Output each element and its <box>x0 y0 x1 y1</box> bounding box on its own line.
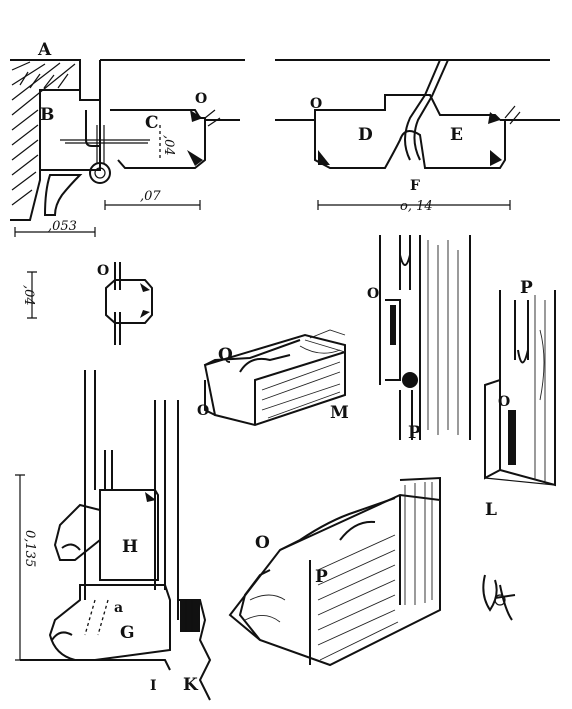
label-o-4: O <box>367 286 379 302</box>
label-i: I <box>150 678 157 694</box>
label-p-vertical: P <box>408 423 421 443</box>
label-o-6: O <box>255 533 270 553</box>
section-de <box>275 59 560 210</box>
block-p <box>228 476 441 667</box>
label-o-2: O <box>310 96 322 112</box>
label-k: K <box>183 675 199 695</box>
label-o-5: O <box>197 403 209 419</box>
section-abc <box>10 59 245 237</box>
label-c: C <box>145 113 159 133</box>
label-a: A <box>37 40 52 60</box>
post-l <box>484 290 556 487</box>
label-l: L <box>485 500 497 520</box>
label-d: D <box>358 125 373 145</box>
label-h: H <box>122 537 138 557</box>
dimension-004-small: ,04 <box>21 285 36 306</box>
dimension-0053: ,053 <box>48 219 77 234</box>
label-g: G <box>120 623 135 643</box>
small-section <box>27 262 153 345</box>
section-hgik <box>15 370 212 701</box>
vertical-p <box>379 235 471 440</box>
dimension-0135: 0,135 <box>22 530 37 567</box>
label-q: Q <box>218 345 233 365</box>
label-b: B <box>40 105 54 125</box>
label-e: E <box>450 125 463 145</box>
dimension-004-top: ,04 <box>161 135 176 156</box>
label-a-small: a <box>114 600 123 616</box>
dimension-007: ,07 <box>140 189 161 204</box>
label-f: F <box>410 178 420 194</box>
label-m: M <box>330 403 349 423</box>
label-o-7: O <box>498 394 510 410</box>
block-m <box>203 329 346 427</box>
dimension-014: o, 14 <box>400 199 433 214</box>
label-p-post: P <box>520 278 533 298</box>
label-o-1: O <box>195 91 207 107</box>
label-o-3: O <box>97 263 109 279</box>
label-p-block: P <box>315 567 328 587</box>
signature-monogram <box>482 574 516 621</box>
